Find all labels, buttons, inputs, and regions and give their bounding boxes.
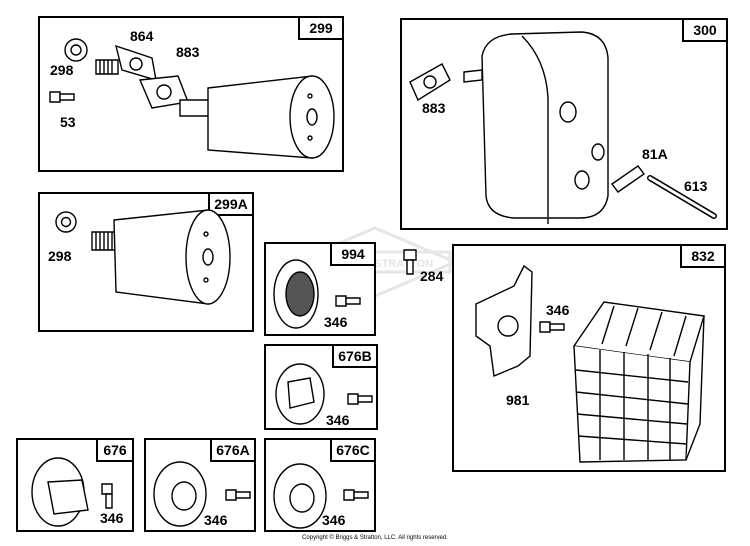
part-label: 981 bbox=[506, 392, 530, 408]
spark-arrester-994-illustration bbox=[266, 244, 378, 338]
part-label: 346 bbox=[322, 512, 346, 528]
panel-tag: 676A bbox=[210, 438, 256, 462]
guard-832-illustration bbox=[454, 246, 728, 474]
panel-676B: 676B 346 bbox=[264, 344, 378, 430]
deflector-676B-illustration bbox=[266, 346, 380, 432]
part-label: 346 bbox=[324, 314, 348, 330]
part-label: 298 bbox=[50, 62, 74, 78]
panel-tag: 676B bbox=[332, 344, 378, 368]
copyright-notice: Copyright © Briggs & Stratton, LLC. All … bbox=[302, 535, 448, 541]
part-label: 613 bbox=[684, 178, 708, 194]
panel-tag: 299A bbox=[208, 192, 254, 216]
part-label: 53 bbox=[60, 114, 76, 130]
panel-tag: 299 bbox=[298, 16, 344, 40]
part-label: 346 bbox=[204, 512, 228, 528]
panel-299A: 299A 298 bbox=[38, 192, 254, 332]
part-label: 346 bbox=[100, 510, 124, 526]
deflector-676-illustration bbox=[18, 440, 136, 534]
panel-tag: 300 bbox=[682, 18, 728, 42]
part-label: 346 bbox=[546, 302, 570, 318]
part-label: 298 bbox=[48, 248, 72, 264]
part-label: 81A bbox=[642, 146, 668, 162]
muffler-299A-illustration bbox=[40, 194, 256, 334]
panel-676C: 676C 346 bbox=[264, 438, 376, 532]
muffler-300-illustration bbox=[402, 20, 730, 224]
part-label: 883 bbox=[422, 100, 446, 116]
deflector-676C-illustration bbox=[266, 440, 378, 534]
panel-676: 676 346 bbox=[16, 438, 134, 532]
panel-994: 994 346 bbox=[264, 242, 376, 336]
panel-300: 300 883 81A 613 bbox=[400, 18, 728, 230]
panel-tag: 994 bbox=[330, 242, 376, 266]
panel-676A: 676A 346 bbox=[144, 438, 256, 532]
deflector-676A-illustration bbox=[146, 440, 258, 534]
panel-tag: 832 bbox=[680, 244, 726, 268]
muffler-299-illustration bbox=[40, 18, 346, 174]
panel-832: 832 346 981 bbox=[452, 244, 726, 472]
part-label: 284 bbox=[420, 268, 444, 284]
part-label: 346 bbox=[326, 412, 350, 428]
panel-tag: 676 bbox=[96, 438, 134, 462]
panel-299: 299 298 864 883 53 bbox=[38, 16, 344, 172]
part-label: 864 bbox=[130, 28, 154, 44]
panel-tag: 676C bbox=[330, 438, 376, 462]
part-label: 883 bbox=[176, 44, 200, 60]
